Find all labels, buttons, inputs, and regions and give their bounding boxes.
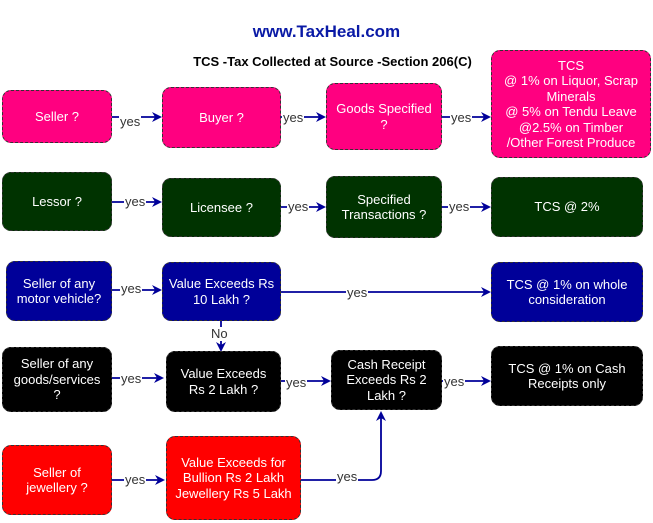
site-title[interactable]: www.TaxHeal.com: [252, 22, 401, 41]
node-tcs-2-result[interactable]: TCS @ 2%: [491, 177, 643, 237]
node-buyer[interactable]: Buyer ?: [162, 87, 281, 148]
chart-title: TCS -Tax Collected at Source -Section 20…: [193, 54, 472, 69]
node-lessor[interactable]: Lessor ?: [2, 172, 112, 231]
edge-label-yes: yes: [287, 199, 310, 214]
node-label: Seller of jewellery ?: [26, 464, 88, 496]
node-goods-specified[interactable]: Goods Specified ?: [326, 83, 442, 150]
node-label: Lessor ?: [32, 193, 82, 209]
edge-label-yes: yes: [124, 194, 147, 209]
node-label: TCS @ 1% on whole consideration: [506, 276, 628, 308]
node-jewellery-value[interactable]: Value Exceeds for Bullion Rs 2 Lakh Jewe…: [166, 436, 301, 520]
edge-label-yes: yes: [120, 371, 143, 386]
result-line: @ 1% on Liquor, Scrap: [504, 73, 638, 88]
node-jewellery-seller[interactable]: Seller of jewellery ?: [2, 445, 112, 515]
node-licensee[interactable]: Licensee ?: [162, 178, 281, 237]
node-label: Value Exceeds Rs 10 Lakh ?: [168, 276, 275, 307]
edge-label-yes: yes: [282, 110, 305, 125]
value-line: Value Exceeds for: [181, 454, 286, 470]
value-line: Bullion Rs 2 Lakh: [182, 470, 285, 486]
result-line: @ 5% on Tendu Leave: [505, 104, 637, 119]
value-line: Jewellery Rs 5 Lakh: [175, 485, 292, 501]
edge-label-yes: yes: [124, 472, 147, 487]
node-label: Seller of any goods/services ?: [13, 356, 101, 403]
edge-jewelvalue-cash: [301, 411, 386, 481]
node-goods-seller[interactable]: Seller of any goods/services ?: [2, 347, 112, 412]
edge-label-yes: yes: [448, 199, 471, 214]
node-label: Buyer ?: [199, 109, 244, 125]
node-label: Licensee ?: [190, 199, 253, 215]
node-specified-transactions[interactable]: Specified Transactions ?: [326, 176, 442, 238]
edge-label-yes: yes: [120, 281, 143, 296]
node-label: Seller ?: [34, 108, 80, 124]
result-line: @2.5% on Timber: [518, 119, 624, 135]
edge-label-no: No: [210, 326, 229, 341]
edge-label-yes: yes: [119, 114, 142, 129]
node-label: Seller of any motor vehicle?: [16, 275, 102, 307]
node-label: Specified Transactions ?: [341, 191, 427, 223]
node-motor-seller[interactable]: Seller of any motor vehicle?: [6, 261, 112, 321]
node-label: TCS @ 1% on Cash Receipts only: [508, 360, 626, 392]
node-label: Cash Receipt Exceeds Rs 2 Lakh ?: [346, 356, 427, 403]
edge-label-yes: yes: [450, 110, 473, 125]
node-goods-value[interactable]: Value Exceeds Rs 2 Lakh ?: [166, 351, 281, 412]
edge-label-yes: yes: [443, 374, 466, 389]
edge-label-yes: yes: [285, 375, 308, 390]
node-seller[interactable]: Seller ?: [2, 90, 112, 143]
node-label: Goods Specified ?: [336, 101, 432, 132]
node-tcs-cash-result[interactable]: TCS @ 1% on Cash Receipts only: [491, 346, 643, 406]
node-label: Value Exceeds Rs 2 Lakh ?: [180, 366, 267, 397]
result-line: Minerals: [546, 88, 596, 104]
result-line: TCS: [558, 57, 584, 73]
node-motor-value[interactable]: Value Exceeds Rs 10 Lakh ?: [162, 262, 281, 321]
result-line: /Other Forest Produce: [506, 135, 636, 150]
node-tcs-whole-result[interactable]: TCS @ 1% on whole consideration: [491, 262, 643, 322]
edge-label-yes: yes: [336, 469, 359, 484]
node-tcs-scrap-result[interactable]: TCS @ 1% on Liquor, Scrap Minerals @ 5% …: [491, 50, 651, 158]
edge-label-yes: yes: [346, 285, 369, 300]
node-label: TCS @ 2%: [534, 199, 600, 215]
node-cash-receipt[interactable]: Cash Receipt Exceeds Rs 2 Lakh ?: [331, 350, 442, 410]
